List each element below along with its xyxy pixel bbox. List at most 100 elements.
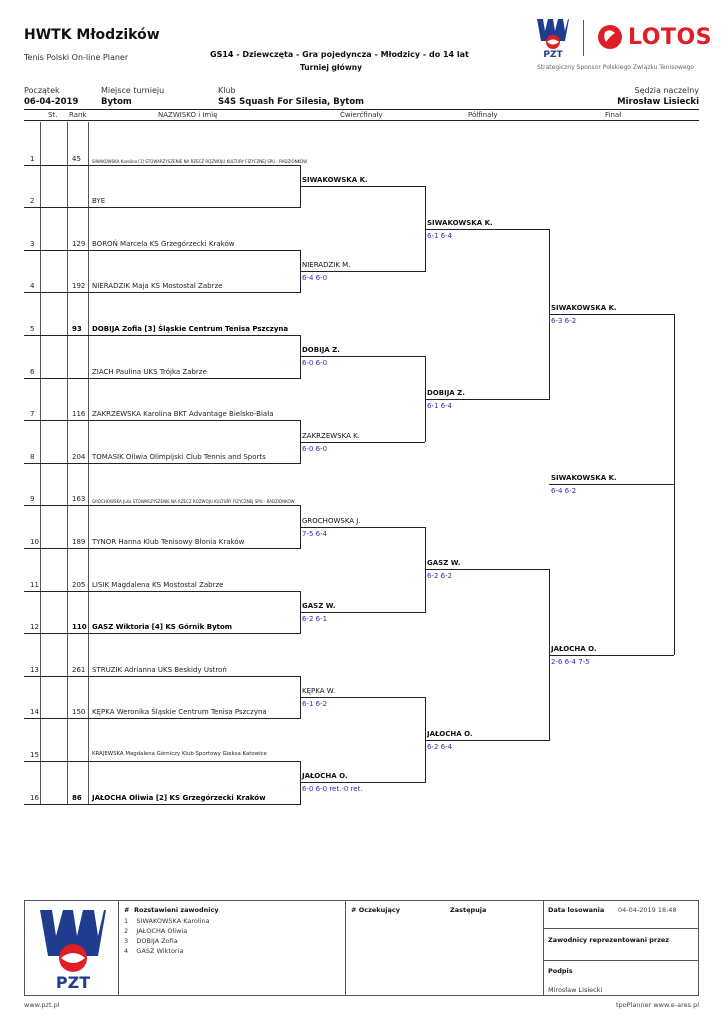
club-value: S4S Squash For Silesia, Bytom [218, 97, 365, 107]
entry-number: 9 [30, 495, 35, 504]
seeded-title: # Rozstawieni zawodnicy [124, 906, 219, 914]
sf-score: 6-1 6-4 [427, 231, 453, 240]
entry-player[interactable]: DOBIJA Zofia [3] Śląskie Centrum Tenisa … [92, 325, 289, 333]
sf-winner-line [425, 228, 549, 230]
entry-player[interactable]: STRUZIK Adrianna UKS Beskidy Ustroń [92, 665, 227, 674]
qf-winner-name[interactable]: GROCHOWSKA J. [302, 516, 361, 525]
entry-line [24, 292, 300, 294]
entry-player[interactable]: KRAJEWSKA Magdalena Górniczy Klub Sporto… [92, 751, 267, 757]
col-final: Finał [605, 111, 622, 119]
place-label: Miejsce turnieju [101, 86, 165, 95]
event-code: GS14 [210, 50, 234, 59]
entry-player[interactable]: ZIACH Paulina UKS Trójka Zabrze [92, 367, 207, 376]
entry-line [24, 761, 300, 762]
entry-player[interactable]: SIWAKOWSKA Karolina [1] STOWARZYSZENIE N… [92, 158, 308, 164]
champion-score: 6-4 6-2 [551, 487, 577, 496]
entry-player[interactable]: BYE [92, 197, 106, 206]
qf-score: 6-0 6-0 [302, 359, 328, 368]
seed-row: 4 GASZ Wiktoria [124, 947, 183, 955]
final-line [549, 654, 674, 656]
entry-line [24, 249, 300, 251]
start-label: Początek [24, 86, 60, 95]
qf-winner-line [300, 441, 425, 443]
entry-number: 3 [30, 239, 35, 248]
entry-player[interactable]: NIERADZIK Maja KS Mostostal Zabrze [92, 282, 223, 291]
entry-rank: 93 [72, 325, 82, 333]
entry-rank: 150 [72, 708, 86, 717]
entry-line [24, 207, 300, 209]
entry-number: 15 [30, 751, 39, 759]
entry-player[interactable]: TOMASIK Oliwia Olimpijski Club Tennis an… [92, 452, 266, 461]
entry-player[interactable]: GASZ Wiktoria [4] KS Górnik Bytom [92, 623, 233, 632]
sponsor-tagline: Strategiczny Sponsor Polskiego Związku T… [537, 64, 695, 71]
sf-winner-name[interactable]: GASZ W. [427, 559, 461, 568]
final-name[interactable]: SIWAKOWSKA K. [551, 303, 617, 312]
lotos-wordmark: LOTOS [628, 25, 712, 50]
entry-number: 13 [30, 665, 39, 674]
entry-number: 1 [30, 154, 35, 163]
footer-right-url[interactable]: tpoPlanner www.e-ares.pl [616, 1001, 699, 1009]
entry-rank: 163 [72, 495, 86, 504]
champion-name[interactable]: SIWAKOWSKA K. [551, 474, 617, 483]
sf-winner-line [425, 739, 549, 741]
entry-rank: 205 [72, 580, 86, 589]
place-value: Bytom [101, 97, 132, 107]
footer-left-url[interactable]: www.pzt.pl [24, 1001, 60, 1009]
entry-number: 7 [30, 410, 35, 419]
entry-number: 8 [30, 452, 35, 461]
qf-winner-line [300, 356, 425, 358]
champion-connector [674, 313, 675, 656]
entry-rank: 116 [72, 410, 86, 419]
sf-winner-line [425, 398, 549, 400]
sf-winner-name[interactable]: JAŁOCHA O. [427, 729, 473, 738]
qf-winner-name[interactable]: GASZ W. [302, 601, 336, 610]
entry-line [24, 590, 300, 592]
sf-winner-name[interactable]: DOBIJA Z. [427, 388, 465, 397]
qf-winner-name[interactable]: KĘPKA W. [302, 687, 336, 696]
qf-score: 6-1 6-2 [302, 700, 328, 709]
seed-row: 3 DOBIJA Zofia [124, 937, 178, 945]
draw-type: Turniej główny [300, 63, 362, 72]
seed-row: 2 JAŁOCHA Oliwia [124, 927, 187, 935]
entry-player[interactable]: BOROŃ Marcela KS Grzegórzecki Kraków [92, 239, 235, 248]
sf-winner-name[interactable]: SIWAKOWSKA K. [427, 218, 493, 227]
entry-rank: 45 [72, 154, 81, 163]
entry-line [24, 377, 300, 379]
qf-winner-line [300, 185, 425, 187]
entry-player[interactable]: KĘPKA Weronika Śląskie Centrum Tenisa Ps… [92, 708, 267, 717]
entry-player[interactable]: ZAKRZEWSKA Karolina BKT Advantage Bielsk… [92, 410, 274, 419]
entry-player[interactable]: JAŁOCHA Oliwia [2] KS Grzegórzecki Krakó… [92, 793, 266, 802]
entry-number: 2 [30, 197, 35, 206]
final-score: 2-6 6-4 7-5 [551, 657, 590, 666]
seed-row: 1 SIWAKOWSKA Karolina [124, 917, 210, 925]
signature-value: Mirosław Lisiecki [548, 986, 603, 994]
replaces-title: Zastępuja [450, 906, 487, 914]
seed-number: 4 [124, 947, 129, 955]
tournament-title: HWTK Młodzików [24, 27, 160, 43]
entry-rank: 204 [72, 452, 86, 461]
app-subtitle: Tenis Polski On-line Planer [24, 53, 129, 62]
qf-winner-name[interactable]: ZAKRZEWSKA K. [302, 431, 360, 440]
qf-winner-name[interactable]: JAŁOCHA O. [302, 772, 348, 781]
entry-number: 6 [30, 367, 35, 376]
qf-score: 6-4 6-0 [302, 274, 328, 283]
entry-player[interactable]: TYNOR Hanna Klub Tenisowy Błonia Kraków [92, 538, 245, 546]
entry-rank: 86 [72, 793, 82, 802]
referee-label: Sędzia naczelny [634, 86, 699, 95]
final-name[interactable]: JAŁOCHA O. [551, 644, 597, 653]
entry-player[interactable]: GROCHOWSKA Julia STOWARZYSZENIE NA RZECZ… [92, 499, 295, 505]
footer-divider-1 [118, 900, 119, 996]
sf-score: 6-2 6-2 [427, 572, 453, 581]
qf-score: 6-2 6-1 [302, 614, 328, 623]
qf-winner-name[interactable]: DOBIJA Z. [302, 346, 340, 355]
qf-winner-name[interactable]: NIERADZIK M. [302, 261, 351, 270]
col-rank: Rank [69, 111, 87, 119]
seed-name: GASZ Wiktoria [136, 947, 184, 955]
entry-player[interactable]: LISIK Magdalena KS Mostostal Zabrze [92, 580, 224, 589]
pzt-footer-logo: PZT [36, 906, 110, 992]
qf-winner-name[interactable]: SIWAKOWSKA K. [302, 175, 368, 184]
entry-number: 5 [30, 325, 35, 333]
entry-line [24, 633, 300, 635]
entry-number: 10 [30, 538, 39, 546]
sf-winner-line [425, 569, 549, 571]
